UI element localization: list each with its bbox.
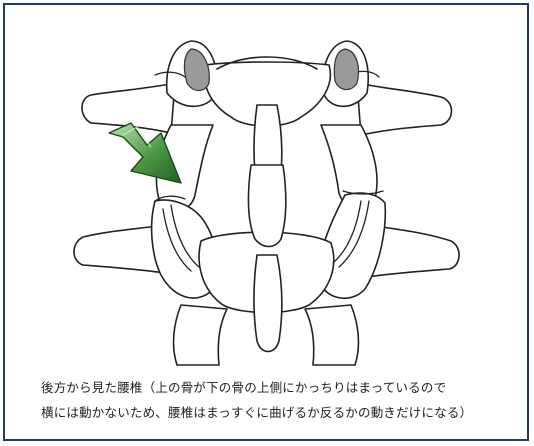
lower-right-inferior-articular — [305, 305, 358, 365]
figure-caption-line-2: 横には動かないため、腰椎はまっすぐに曲げるか反るかの動きだけになる） — [41, 402, 511, 421]
upper-spinous-tip — [248, 165, 285, 247]
lower-left-inferior-articular — [174, 305, 227, 365]
right-facet-surface — [334, 49, 358, 90]
upper-right-transverse-process — [357, 83, 452, 135]
figure-caption-line-1: 後方から見た腰椎（上の骨が下の骨の上側にかっちりはまっているので — [41, 377, 511, 396]
lumbar-vertebrae-illustration — [5, 5, 527, 439]
figure-frame: 後方から見た腰椎（上の骨が下の骨の上側にかっちりはまっているので 横には動かない… — [3, 3, 529, 441]
lower-spinous-process — [254, 255, 282, 352]
